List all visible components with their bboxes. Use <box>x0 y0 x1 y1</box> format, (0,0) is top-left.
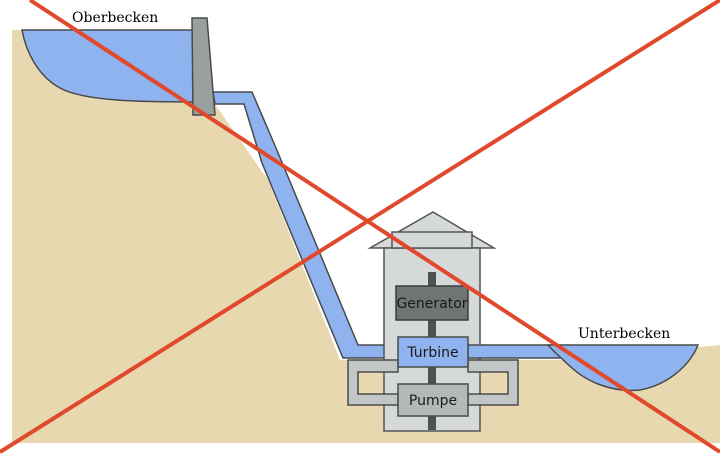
upper-reservoir-label: Oberbecken <box>72 10 158 26</box>
turbine-box <box>397 336 469 368</box>
generator-box <box>395 285 469 321</box>
generator-label: Generator <box>396 296 467 312</box>
pump-box <box>397 383 469 417</box>
pump-label: Pumpe <box>409 393 457 409</box>
turbine-label: Turbine <box>406 345 458 361</box>
cross-line-1 <box>28 0 720 454</box>
dam <box>191 17 216 116</box>
lower-reservoir-label: Unterbecken <box>578 326 670 342</box>
tailrace-pipe <box>467 344 561 359</box>
terrain <box>12 30 720 443</box>
lower-reservoir <box>546 344 700 392</box>
powerhouse-top <box>391 231 473 249</box>
upper-reservoir <box>21 29 196 103</box>
